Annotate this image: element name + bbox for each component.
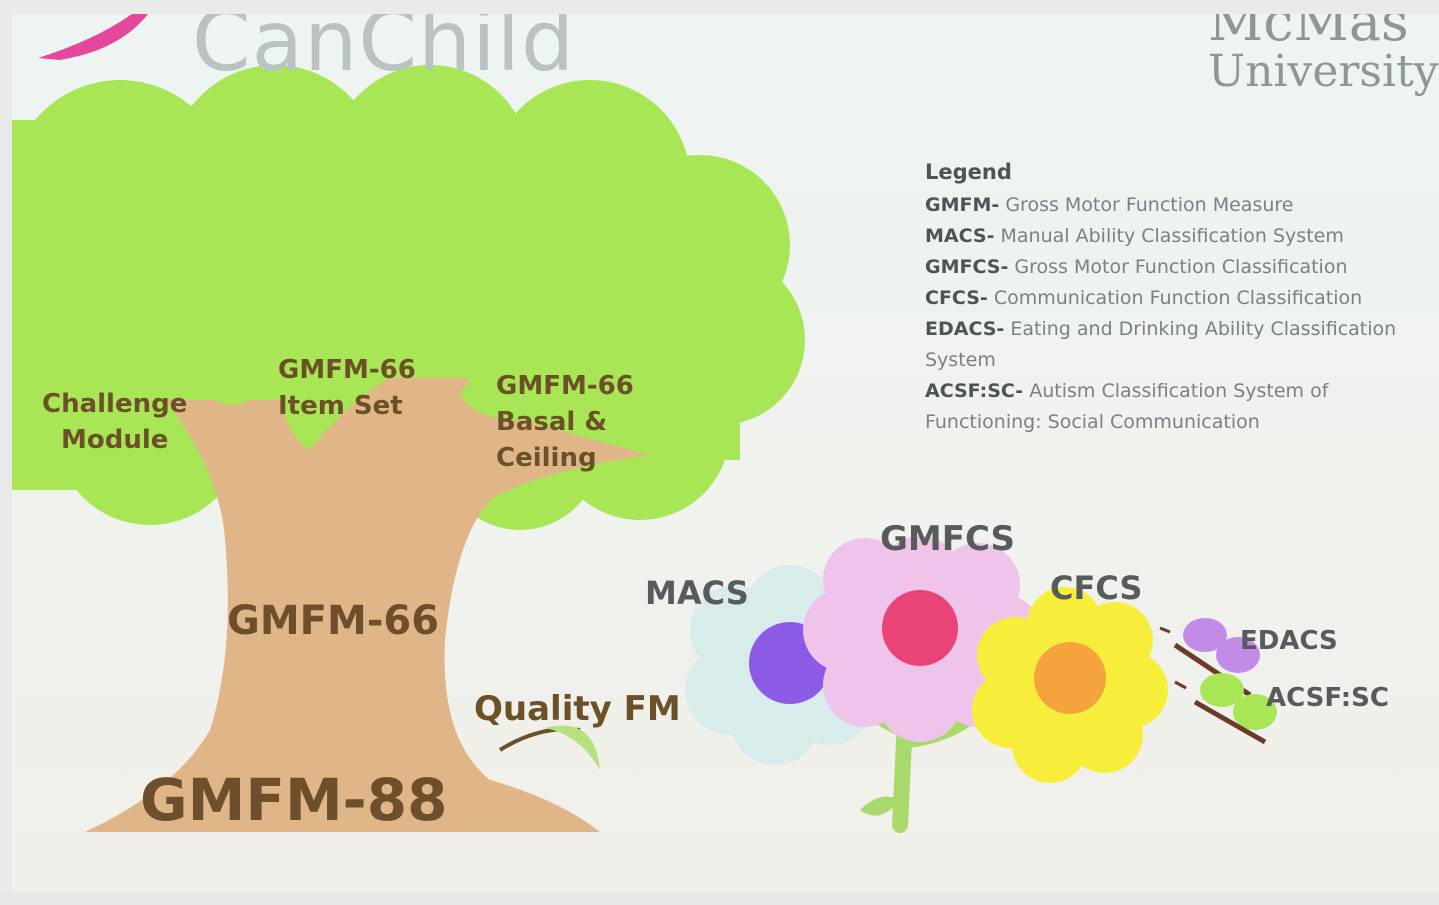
legend-item: CFCS- Communication Function Classificat… [925, 287, 1363, 309]
tree-trunk [85, 378, 650, 832]
cfcs-flower [972, 587, 1168, 783]
legend-item: EDACS- Eating and Drinking Ability Class… [925, 318, 1397, 340]
university-name-top: McMas [1208, 14, 1409, 53]
legend-item: System [925, 349, 996, 371]
gmfcs-label: GMFCS [880, 519, 1016, 559]
logo-mark-icon [38, 14, 148, 60]
cfcs-flower-center [1034, 642, 1106, 714]
legend-item: MACS- Manual Ability Classification Syst… [925, 225, 1344, 247]
item-set-label: GMFM-66 Item Set [278, 355, 416, 421]
slide: CanChild McMas University Challenge Modu… [12, 14, 1439, 892]
tree-canopy [12, 65, 805, 530]
legend-item: GMFM- Gross Motor Function Measure [925, 194, 1294, 216]
legend-title: Legend [925, 160, 1012, 184]
gmfcs-flower-center [882, 590, 958, 666]
base-label: GMFM-88 [140, 766, 448, 834]
butterfly-green [1174, 673, 1277, 745]
basal-ceiling-label: GMFM-66 Basal & Ceiling [496, 371, 634, 473]
acsf-label: ACSF:SC [1266, 683, 1389, 713]
flower-leaf [860, 796, 900, 816]
challenge-module-label: Challenge Module [42, 389, 188, 455]
cfcs-label: CFCS [1050, 569, 1143, 607]
quality-fm-label: Quality FM [474, 689, 681, 729]
scene-illustration [12, 14, 1277, 833]
edacs-label: EDACS [1240, 626, 1338, 656]
legend-item: Functioning: Social Communication [925, 411, 1260, 433]
frame-border [0, 892, 1439, 905]
sprout-leaf [545, 725, 600, 770]
trunk-label: GMFM-66 [227, 598, 440, 644]
legend-item: GMFCS- Gross Motor Function Classificati… [925, 256, 1348, 278]
macs-label: MACS [645, 574, 749, 612]
canchild-logo-text: CanChild [192, 14, 576, 90]
university-name: University [1208, 46, 1439, 97]
legend-item: ACSF:SC- Autism Classification System of [925, 380, 1329, 402]
legend: Legend GMFM- Gross Motor Function Measur… [925, 160, 1439, 438]
